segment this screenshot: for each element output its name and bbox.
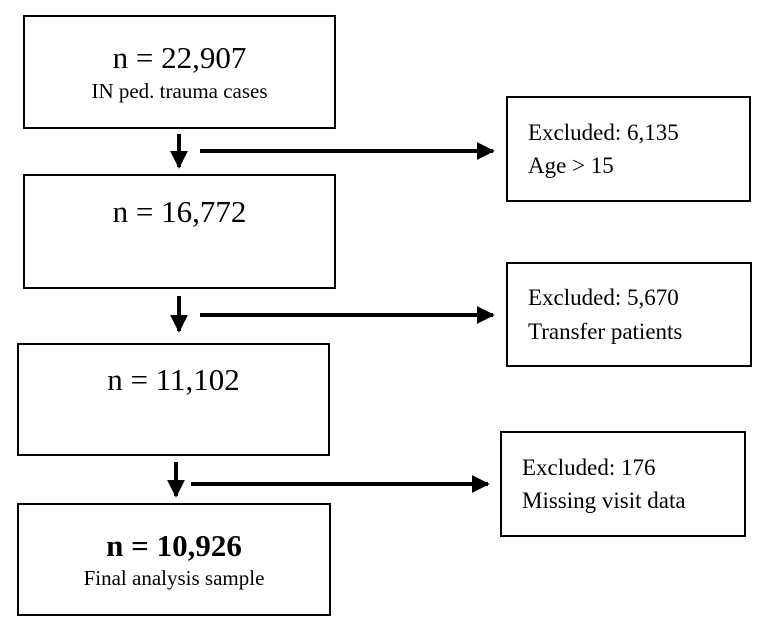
stage-count-3: n = 11,102 <box>107 361 240 397</box>
exclusion-box-2: Excluded: 5,670 Transfer patients <box>506 262 752 367</box>
stage-box-2: n = 16,772 <box>23 174 336 289</box>
stage-count-2: n = 16,772 <box>112 193 247 229</box>
exclusion-count-2: Excluded: 5,670 <box>528 285 679 311</box>
stage-box-3: n = 11,102 <box>17 343 330 456</box>
exclusion-reason-1: Age > 15 <box>528 153 614 178</box>
exclusion-reason-2: Transfer patients <box>528 318 683 344</box>
stage-count-final: n = 10,926 <box>106 527 242 563</box>
exclusion-count-1: Excluded: 6,135 <box>528 119 679 145</box>
stage-box-final: n = 10,926 Final analysis sample <box>17 503 331 616</box>
stage-count-1: n = 22,907 <box>112 40 247 76</box>
stage-box-1: n = 22,907 IN ped. trauma cases <box>23 15 336 129</box>
exclusion-box-1: Excluded: 6,135 Age > 15 <box>506 96 751 202</box>
exclusion-box-3: Excluded: 176 Missing visit data <box>500 431 746 537</box>
stage-label-1: IN ped. trauma cases <box>91 78 268 103</box>
exclusion-reason-3: Missing visit data <box>522 488 686 513</box>
exclusion-count-3: Excluded: 176 <box>522 454 656 480</box>
stage-label-final: Final analysis sample <box>83 566 265 591</box>
